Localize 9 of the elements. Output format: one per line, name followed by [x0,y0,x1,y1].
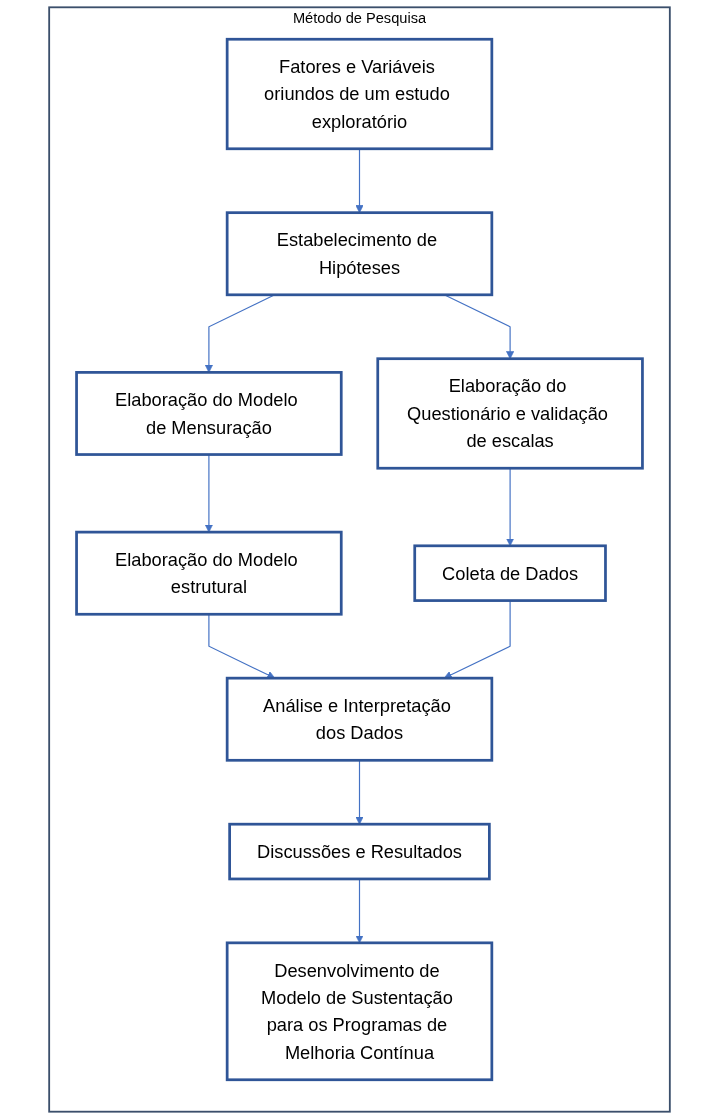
node-box: Coleta de Dados [413,544,607,602]
node-box: Estabelecimento de Hipóteses [225,211,494,297]
node-box: Desenvolvimento de Modelo de Sustentação para os Programas de Melhoria Contínua [225,941,494,1082]
node-box: Análise e Interpretação dos Dados [225,676,494,762]
node-box: Fatores e Variáveis oriundos de um estudo exploratório [225,37,494,151]
node-box: Discussões e Resultados [228,822,491,881]
node-box: Elaboração do Questionário e validação de escalas [376,357,644,470]
node-box: Elaboração do Modelo de Mensuração [75,371,343,456]
node-box: Elaboração do Modelo estrutural [75,530,343,616]
